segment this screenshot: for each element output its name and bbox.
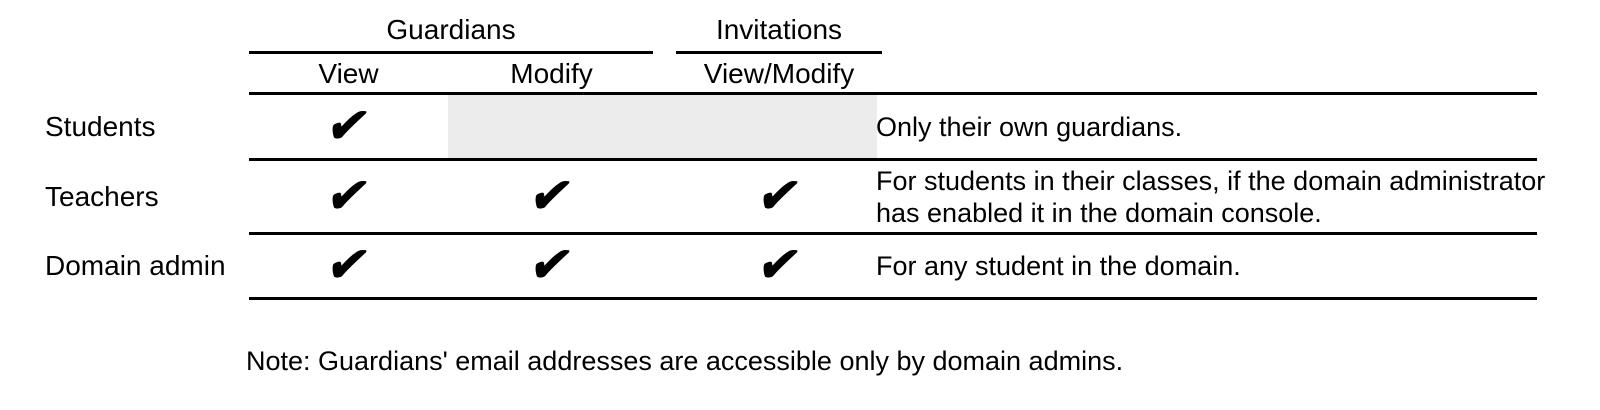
row-note: For students in their classes, if the do… [876, 165, 1546, 228]
check-icon: ✔ [322, 169, 375, 223]
cell-guardians-modify: ✔ [448, 239, 655, 292]
column-header-modify: Modify [510, 58, 593, 89]
row-note: Only their own guardians. [876, 111, 1183, 142]
cell-guardians-view: ✔ [249, 99, 448, 153]
disabled-cells-region [448, 95, 877, 158]
row-separator [249, 158, 1537, 161]
cell-invitations-view-modify [676, 118, 882, 136]
column-header-view: View [318, 58, 379, 89]
check-icon: ✔ [322, 99, 375, 153]
table-border-top [249, 92, 1537, 95]
cell-invitations-view-modify: ✔ [676, 239, 882, 292]
table-row-teachers: Teachers ✔ ✔ ✔ For students in their cla… [0, 161, 1600, 232]
row-separator [249, 232, 1537, 235]
guardians-underline [249, 51, 653, 54]
column-group-guardians: Guardians [386, 14, 516, 45]
cell-guardians-view: ✔ [249, 239, 448, 292]
check-icon: ✔ [322, 239, 375, 292]
cell-guardians-view: ✔ [249, 169, 448, 223]
invitations-underline [676, 51, 882, 54]
check-icon: ✔ [525, 239, 578, 292]
row-label: Teachers [45, 180, 159, 212]
check-icon: ✔ [525, 169, 578, 223]
cell-invitations-view-modify: ✔ [676, 169, 882, 223]
cell-guardians-modify [448, 118, 655, 136]
row-label: Domain admin [45, 250, 226, 281]
check-icon: ✔ [753, 239, 805, 292]
table-row-domain-admin: Domain admin ✔ ✔ ✔ For any student in th… [0, 235, 1600, 297]
check-icon: ✔ [753, 169, 805, 223]
table-border-bottom [249, 297, 1537, 300]
table-row-students: Students ✔ Only their own guardians. [0, 95, 1600, 158]
row-label: Students [45, 110, 156, 142]
footnote: Note: Guardians' email addresses are acc… [246, 346, 1124, 376]
column-header-view-modify: View/Modify [703, 58, 855, 89]
row-note: For any student in the domain. [876, 251, 1241, 281]
cell-guardians-modify: ✔ [448, 169, 655, 223]
column-group-invitations: Invitations [715, 14, 843, 45]
